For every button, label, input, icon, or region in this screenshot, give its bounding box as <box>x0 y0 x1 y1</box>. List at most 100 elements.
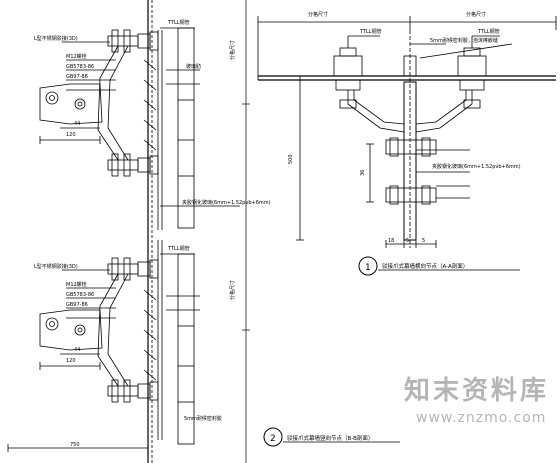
detail-title-2: 驳接爪式幕墙竖向节点（B-B剖面） <box>287 434 373 442</box>
vertical-section-upper <box>39 0 200 463</box>
spider-fitting-base <box>459 79 485 91</box>
bolt-nut <box>123 257 131 281</box>
label-tubing-top: TTLL钢管 <box>167 19 190 26</box>
vertical-section-lower <box>7 240 200 452</box>
bolt-head <box>107 263 139 275</box>
bolt-head <box>107 385 139 397</box>
bolt-head <box>339 99 357 109</box>
detail-number-2: 2 <box>270 434 276 444</box>
hatch <box>143 289 157 301</box>
dim-120-top: 120 <box>66 132 76 138</box>
label-glass-mid: 夹胶钢化玻璃(6mm+1.52pvb+6mm) <box>182 199 271 206</box>
label-bolt-bottom: M12螺栓 <box>66 281 87 288</box>
bolt-nut <box>389 185 399 205</box>
sealant-joint <box>403 55 417 77</box>
bolt-head <box>463 99 481 109</box>
dim-36: 36 <box>360 170 366 176</box>
through-bolt <box>385 187 437 203</box>
bolt-nut <box>421 185 431 205</box>
hatch <box>143 119 157 131</box>
bolt-hole-inner <box>77 101 83 107</box>
spider-fitting <box>149 259 159 279</box>
bolt-hole <box>74 324 86 336</box>
label-tubing-r2: TTLL钢管 <box>477 28 500 35</box>
label-washer-bottom: GB97-86 <box>66 302 88 308</box>
bolt-head <box>107 35 139 47</box>
detail-titles: 驳接爪式幕墙横向节点（A-A剖面） 驳接爪式幕墙竖向节点（B-B剖面） <box>287 262 468 442</box>
bolt-hole-inner <box>49 321 55 327</box>
claw-arm-inner <box>107 273 129 387</box>
hatch <box>143 329 157 341</box>
dim-44-top: 44 <box>74 121 80 127</box>
bolt-nut <box>123 29 131 53</box>
label-claw-top: L型不锈钢驳接(3D) <box>34 35 78 42</box>
bolt-nut <box>111 29 119 53</box>
label-col-dim-1: 分格尺寸 <box>308 11 328 18</box>
bolt-head <box>107 159 139 171</box>
spider-fitting-cap <box>339 47 357 57</box>
label-sealant-right: 5mm耐候密封胶，泡沫棒嵌缝 <box>430 37 498 44</box>
bolt-nut <box>389 137 399 157</box>
hatch <box>143 309 157 321</box>
spider-fitting <box>149 155 159 175</box>
bolt-hole <box>45 317 59 331</box>
dim-5-top: 5 <box>406 238 409 244</box>
bolt-hole-inner <box>49 95 55 101</box>
detail-title-1: 驳接爪式幕墙横向节点（A-A剖面） <box>382 262 468 270</box>
bolt-nut <box>123 379 131 403</box>
label-sealant-bottom: 5mm耐候密封胶 <box>184 415 222 422</box>
bolt-hole <box>45 91 59 105</box>
bolt-nut <box>111 379 119 403</box>
label-col-dim-2: 分格尺寸 <box>466 11 486 18</box>
hatch <box>143 59 157 71</box>
through-bolt <box>385 139 437 155</box>
claw-arm <box>347 90 405 133</box>
spider-fitting <box>457 55 487 77</box>
right-dimension-band <box>177 27 195 229</box>
bolt-nut <box>111 257 119 281</box>
detail-marker-2 <box>263 427 400 447</box>
label-height-dim-1: 分格尺寸 <box>229 40 236 60</box>
label-grade-bottom: GB5783-86 <box>66 292 94 298</box>
bolt-nut <box>123 153 131 177</box>
horizontal-section <box>257 16 557 248</box>
hatch <box>143 99 157 111</box>
dim-5-bottom: 5 <box>422 238 425 244</box>
annotations: TTLL钢管 TTLL钢管 L型不锈钢驳接(3D) L型不锈钢驳接(3D) M1… <box>34 11 521 448</box>
claw-arm <box>97 273 119 387</box>
hatch <box>143 139 157 151</box>
right-dimension-band <box>177 253 195 445</box>
detail-marker-1 <box>358 256 520 276</box>
claw-arm-inner <box>353 90 405 125</box>
bracket-plate <box>39 309 103 351</box>
dim-18: 18 <box>388 238 394 244</box>
hatch <box>143 79 157 91</box>
spider-fitting <box>149 381 159 401</box>
claw-arm <box>97 45 119 161</box>
hatch <box>143 349 157 361</box>
label-grade-top: GB5783-86 <box>66 64 94 70</box>
label-tubing-r1: TTLL钢管 <box>359 28 382 35</box>
hatch <box>143 369 157 381</box>
dim-120-bottom: 120 <box>66 358 76 364</box>
claw-arm-inner <box>415 90 467 125</box>
label-claw-bottom: L型不锈钢驳接(3D) <box>34 263 78 270</box>
label-bolt-top: M12螺栓 <box>66 53 87 60</box>
height-dimension <box>242 0 250 463</box>
claw-arm <box>415 90 473 133</box>
bolt-nut <box>111 153 119 177</box>
bolt-hole <box>74 98 86 110</box>
dim-500: 500 <box>288 154 294 164</box>
bracket-plate <box>39 83 103 125</box>
label-tubing-bottom: TTLL钢管 <box>167 245 190 252</box>
leader-line <box>419 43 513 59</box>
label-height-dim-2: 分格尺寸 <box>229 280 236 300</box>
bolt-nut <box>421 137 431 157</box>
label-glass-right: 夹胶钢化玻璃(6mm+1.52pvb+6mm) <box>432 163 521 170</box>
spider-fitting-base <box>335 79 361 91</box>
bolt-hole-inner <box>77 327 83 333</box>
dim-750: 750 <box>70 442 80 448</box>
detail-number-1: 1 <box>365 263 371 273</box>
